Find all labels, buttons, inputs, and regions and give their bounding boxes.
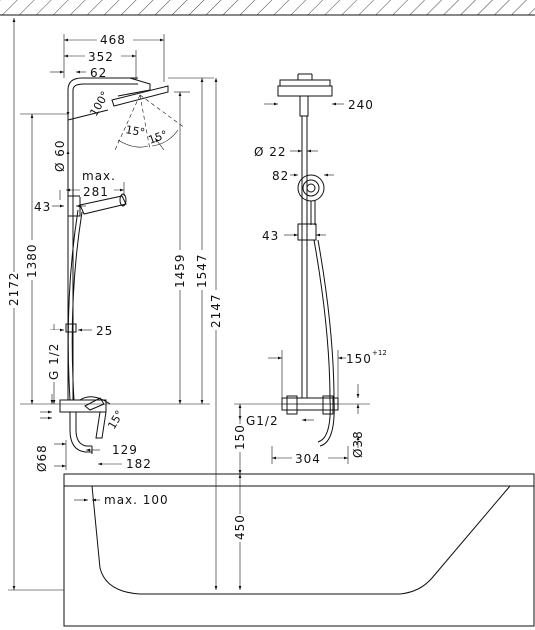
dim-g12-right: G1/2: [246, 414, 279, 428]
dim-182: 182: [126, 457, 152, 471]
dim-1380: 1380: [25, 243, 39, 278]
dim-150-tolerance: +12: [372, 349, 387, 357]
dim-62: 62: [90, 66, 107, 80]
dim-82: 82: [272, 169, 289, 183]
dimensions-center: 150 450: [232, 404, 248, 590]
angle-15-c: 15°: [105, 408, 126, 431]
dim-281: 281: [83, 185, 109, 199]
dim-450: 450: [233, 514, 247, 540]
dim-468: 468: [100, 33, 126, 47]
angle-15-a: 15°: [124, 123, 145, 139]
left-shower-assembly: [59, 77, 186, 454]
bathtub: [63, 473, 535, 627]
dim-d60: Ø 60: [53, 139, 67, 172]
dim-d38: Ø38: [351, 430, 365, 458]
dim-150-left: 150: [233, 424, 247, 450]
ceiling: [0, 0, 535, 16]
thermostat-mixer-left: [59, 399, 107, 413]
overhead-shower-head: [111, 85, 169, 107]
dimensions-right: 240 Ø 22 82 43 150 +12 G1/2 Ø38 304: [238, 98, 387, 466]
dim-1459: 1459: [173, 253, 187, 288]
dim-max-label: max.: [82, 169, 116, 183]
dim-25: 25: [96, 324, 113, 338]
dim-240: 240: [348, 98, 374, 112]
hand-shower: [79, 195, 127, 215]
dim-2172: 2172: [7, 271, 21, 306]
dim-150-right: 150: [346, 352, 372, 366]
dimensions-left: 468 352 62 100° 15° 15° Ø 60 max. 281 43: [6, 18, 224, 590]
angle-15-b: 15°: [147, 128, 170, 147]
right-shower-assembly: [277, 73, 339, 447]
dim-129: 129: [112, 443, 138, 457]
dim-43-left: 43: [34, 200, 51, 214]
dim-43-right: 43: [262, 229, 279, 243]
dim-352: 352: [88, 50, 114, 64]
reference-lines: [8, 403, 370, 591]
overhead-shower-head-side: [277, 85, 333, 97]
dim-d22: Ø 22: [254, 145, 287, 159]
dim-2147: 2147: [209, 293, 223, 328]
dim-1547: 1547: [195, 253, 209, 288]
dim-d68: Ø68: [35, 444, 49, 472]
dim-max-100: max. 100: [104, 493, 169, 507]
dim-g12-left: G 1/2: [47, 343, 61, 380]
dim-304: 304: [295, 452, 321, 466]
dim-100-deg: 100°: [87, 89, 112, 118]
